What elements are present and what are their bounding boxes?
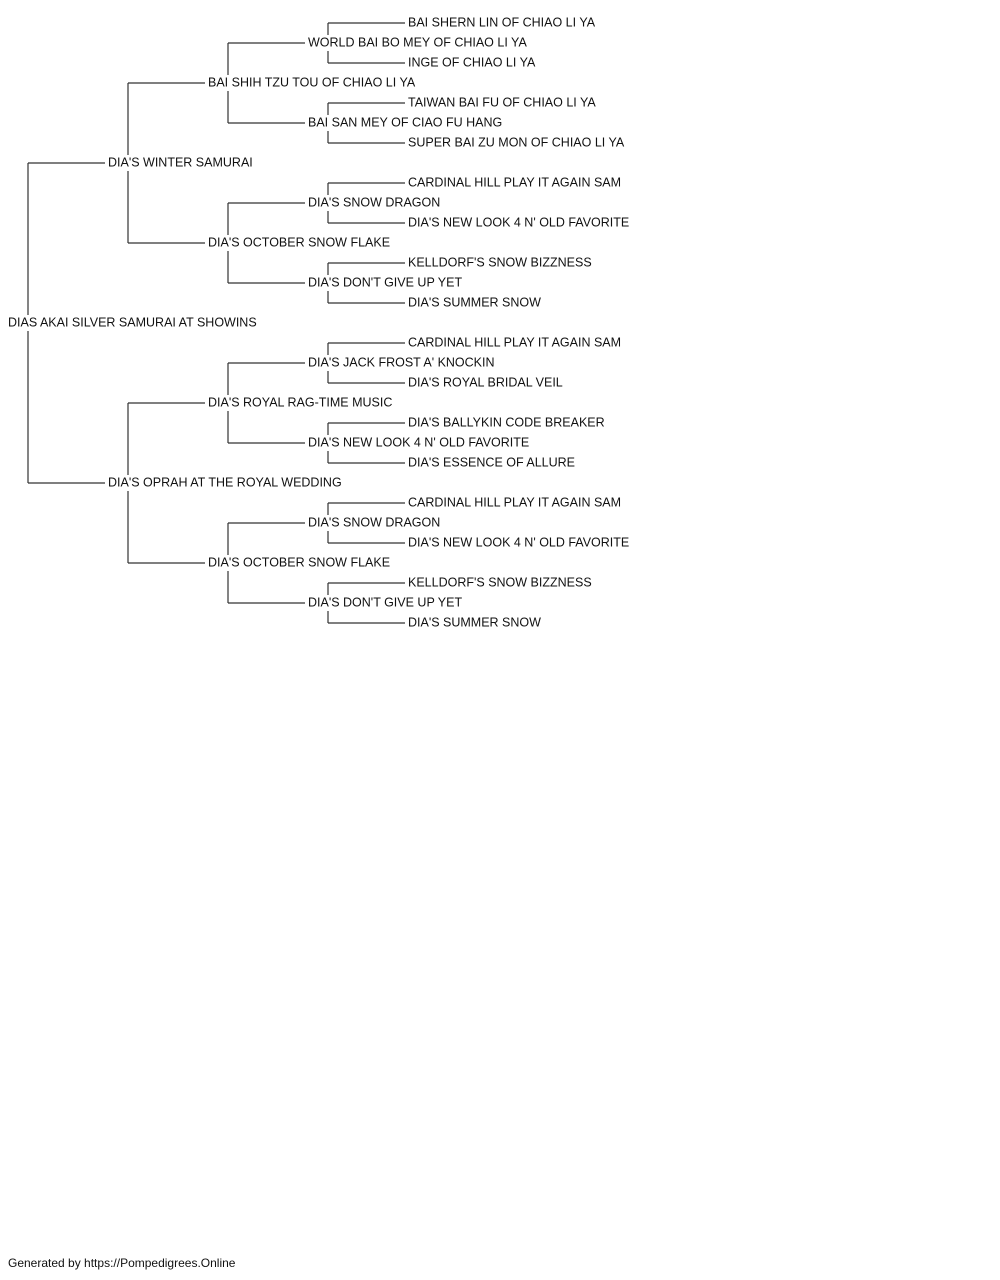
ancestor-name-gen-3: WORLD BAI BO MEY OF CHIAO LI YA <box>308 35 527 49</box>
ancestor-name-gen-3: DIA'S JACK FROST A' KNOCKIN <box>308 355 495 369</box>
ancestor-name-gen-3: BAI SAN MEY OF CIAO FU HANG <box>308 115 502 129</box>
ancestor-name-gen-4: INGE OF CHIAO LI YA <box>408 55 536 69</box>
ancestor-name-gen-3: DIA'S DON'T GIVE UP YET <box>308 275 462 289</box>
ancestor-name-gen-3: DIA'S DON'T GIVE UP YET <box>308 595 462 609</box>
ancestor-name-gen-3: DIA'S SNOW DRAGON <box>308 515 440 529</box>
ancestor-name-gen-1: DIA'S OPRAH AT THE ROYAL WEDDING <box>108 475 342 489</box>
footer-credit: Generated by https://Pompedigrees.Online <box>8 1256 236 1270</box>
ancestor-name-gen-4: DIA'S BALLYKIN CODE BREAKER <box>408 415 605 429</box>
ancestor-name-gen-4: TAIWAN BAI FU OF CHIAO LI YA <box>408 95 596 109</box>
ancestor-name-gen-4: DIA'S SUMMER SNOW <box>408 295 541 309</box>
ancestor-name-gen-4: DIA'S NEW LOOK 4 N' OLD FAVORITE <box>408 535 629 549</box>
ancestor-name-gen-2: DIA'S OCTOBER SNOW FLAKE <box>208 555 390 569</box>
ancestor-name-gen-3: DIA'S SNOW DRAGON <box>308 195 440 209</box>
ancestor-name-gen-2: BAI SHIH TZU TOU OF CHIAO LI YA <box>208 75 416 89</box>
ancestor-name-gen-3: DIA'S NEW LOOK 4 N' OLD FAVORITE <box>308 435 529 449</box>
ancestor-name-gen-4: KELLDORF'S SNOW BIZZNESS <box>408 255 592 269</box>
ancestor-name-gen-2: DIA'S OCTOBER SNOW FLAKE <box>208 235 390 249</box>
ancestor-name-gen-0: DIAS AKAI SILVER SAMURAI AT SHOWINS <box>8 315 257 329</box>
ancestor-name-gen-4: DIA'S NEW LOOK 4 N' OLD FAVORITE <box>408 215 629 229</box>
ancestor-name-gen-4: CARDINAL HILL PLAY IT AGAIN SAM <box>408 175 621 189</box>
ancestor-name-gen-4: CARDINAL HILL PLAY IT AGAIN SAM <box>408 495 621 509</box>
ancestor-name-gen-4: BAI SHERN LIN OF CHIAO LI YA <box>408 15 596 29</box>
ancestor-name-gen-4: DIA'S ROYAL BRIDAL VEIL <box>408 375 563 389</box>
ancestor-name-gen-2: DIA'S ROYAL RAG-TIME MUSIC <box>208 395 392 409</box>
ancestor-name-gen-4: DIA'S SUMMER SNOW <box>408 615 541 629</box>
ancestor-name-gen-4: SUPER BAI ZU MON OF CHIAO LI YA <box>408 135 625 149</box>
ancestor-name-gen-4: CARDINAL HILL PLAY IT AGAIN SAM <box>408 335 621 349</box>
ancestor-name-gen-4: KELLDORF'S SNOW BIZZNESS <box>408 575 592 589</box>
ancestor-name-gen-4: DIA'S ESSENCE OF ALLURE <box>408 455 575 469</box>
pedigree-names: DIAS AKAI SILVER SAMURAI AT SHOWINS DIA'S… <box>8 15 629 629</box>
connector-lines <box>27 22 405 624</box>
ancestor-name-gen-1: DIA'S WINTER SAMURAI <box>108 155 253 169</box>
